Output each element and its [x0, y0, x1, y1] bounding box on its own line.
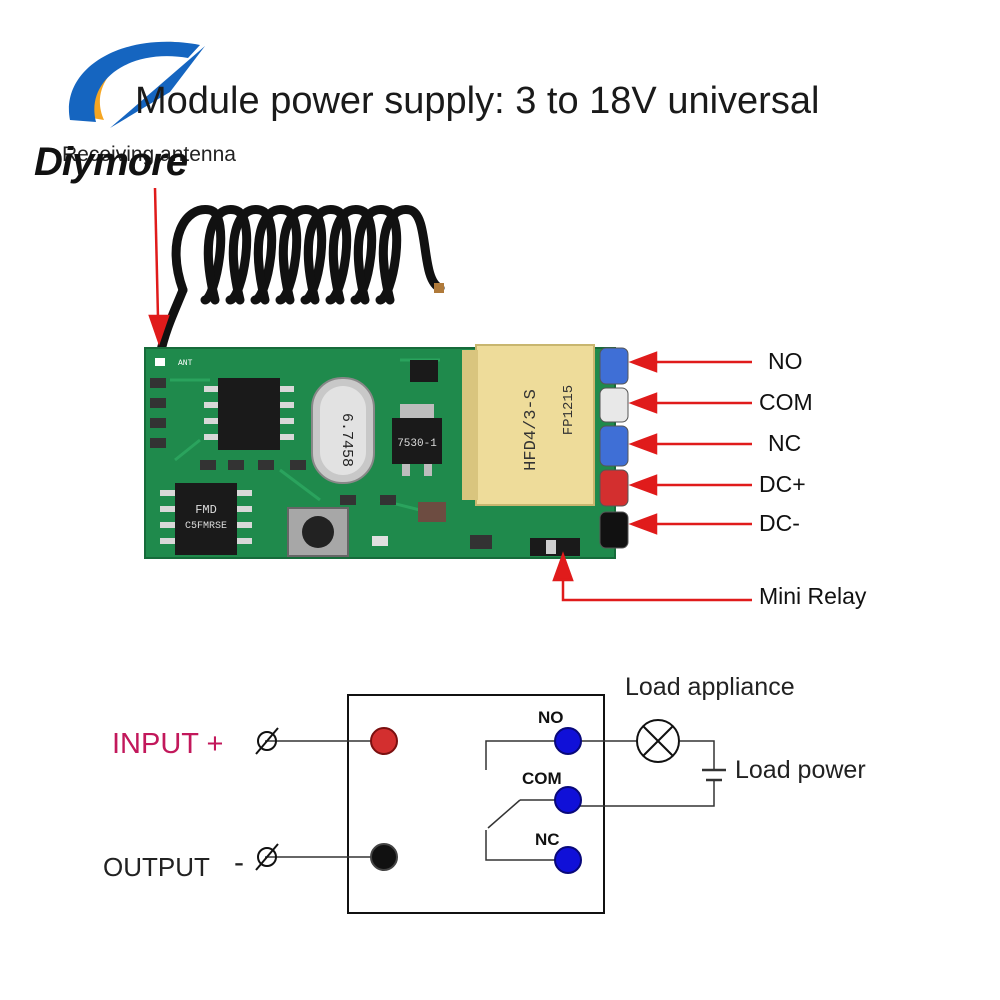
schematic-terminals	[370, 727, 582, 874]
terminal-label-com: COM	[522, 769, 562, 788]
relay-marking-2: FP1215	[561, 385, 577, 435]
page-title: Module power supply: 3 to 18V universal	[135, 80, 820, 122]
wire-stub-dcminus	[599, 511, 629, 549]
wire-stub-no	[599, 347, 629, 385]
wire-stub-dcplus	[599, 469, 629, 507]
nc-terminal-dot	[554, 846, 582, 874]
load-appliance-label: Load appliance	[625, 673, 795, 701]
terminal-label-no: NO	[538, 708, 564, 727]
schematic-drawing	[255, 694, 726, 914]
pin-label-dc-plus: DC+	[759, 471, 806, 497]
silkscreen-ant: ANT	[178, 359, 193, 368]
input-label: INPUT +	[112, 728, 224, 760]
pin-label-no: NO	[768, 348, 803, 374]
input-terminal-dot	[370, 727, 398, 755]
brand-logo-text: Diymore	[34, 140, 188, 184]
crystal-marking: 6.7458	[338, 413, 355, 467]
antenna-label: Receiving antenna	[62, 143, 236, 166]
antenna-tip	[434, 283, 444, 293]
no-terminal-dot	[554, 727, 582, 755]
regulator-marking: 7530-1	[397, 438, 437, 450]
antenna-coil-icon	[155, 205, 445, 360]
load-power-label: Load power	[735, 756, 866, 784]
wire-stub-com	[599, 387, 629, 423]
pcb-board	[144, 344, 616, 559]
chip-marking-bottom: C5FMRSE	[185, 521, 227, 532]
pin-label-nc: NC	[768, 430, 802, 456]
pin-label-dc-minus: DC-	[759, 510, 800, 536]
mini-relay-label: Mini Relay	[759, 583, 867, 609]
brand-logo-icon	[68, 41, 205, 128]
terminal-label-nc: NC	[535, 830, 560, 849]
com-terminal-dot	[554, 786, 582, 814]
wire-stubs	[599, 347, 629, 549]
pin-arrows	[148, 187, 752, 602]
chip-marking-top: FMD	[195, 503, 217, 517]
output-label: OUTPUT	[103, 852, 210, 882]
pin-label-com: COM	[759, 389, 813, 415]
output-minus-sign: -	[234, 846, 244, 879]
wire-stub-nc	[599, 425, 629, 467]
relay-marking-1: HFD4/3-S	[522, 389, 541, 471]
output-terminal-dot	[370, 843, 398, 871]
